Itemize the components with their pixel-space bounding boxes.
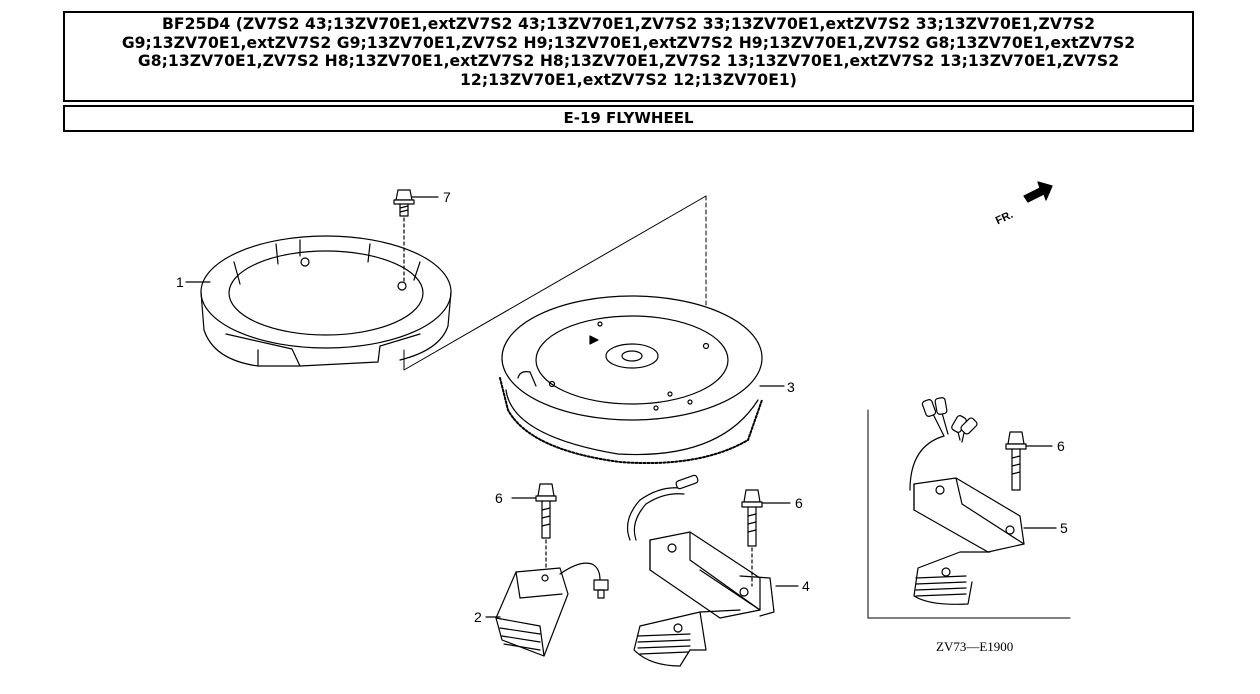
- section-title: E-19 FLYWHEEL: [563, 109, 694, 127]
- front-direction-arrow-icon: [1023, 181, 1053, 203]
- drawing-code: ZV73—E1900: [936, 639, 1013, 654]
- model-title-box: BF25D4 (ZV7S2 43;13ZV70E1,extZV7S2 43;13…: [63, 11, 1194, 102]
- exploded-parts-diagram: 1 7 3 6 2 6 4 6 5 FR. ZV73—E1900: [176, 181, 1071, 667]
- callout-flywheel-bolt: 7: [443, 189, 451, 205]
- callout-charge-coil: 4: [802, 578, 810, 594]
- lighting-coil-part: [909, 397, 1025, 605]
- callout-ring: 1: [176, 274, 184, 290]
- model-title: BF25D4 (ZV7S2 43;13ZV70E1,extZV7S2 43;13…: [121, 15, 1136, 89]
- flywheel-part: [499, 295, 763, 465]
- callout-bolt-center: 6: [795, 495, 803, 511]
- bolt-left-part: [535, 483, 557, 539]
- charge-coil-part: [627, 474, 775, 667]
- callout-bolt-left: 6: [495, 490, 503, 506]
- bolt-upper-right-part: [1005, 431, 1027, 491]
- callout-flywheel: 3: [787, 379, 795, 395]
- pulser-coil-part: [495, 562, 609, 657]
- ring-part: [200, 235, 452, 367]
- section-title-box: E-19 FLYWHEEL: [63, 105, 1194, 132]
- callout-lighting-coil: 5: [1060, 520, 1068, 536]
- callout-bolt-upper-right: 6: [1057, 438, 1065, 454]
- callout-pulser-coil: 2: [474, 609, 482, 625]
- bolt-center-part: [741, 489, 763, 547]
- flywheel-bolt-part: [393, 189, 415, 217]
- front-direction-label: FR.: [994, 209, 1015, 227]
